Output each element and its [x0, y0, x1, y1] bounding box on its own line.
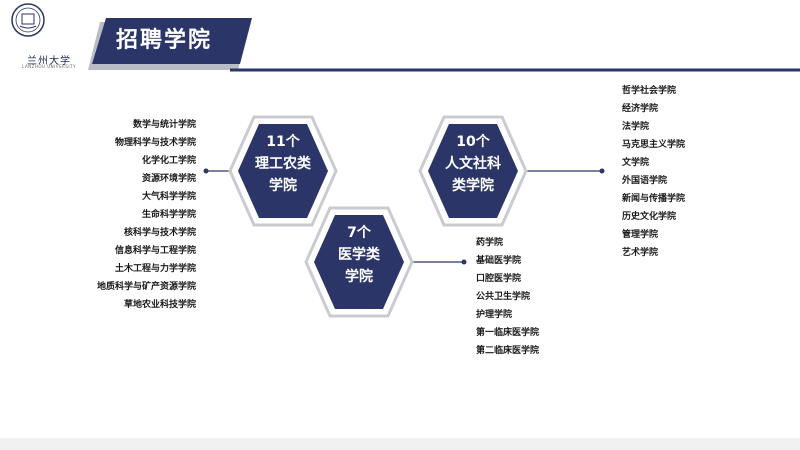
list-item: 地质科学与矿产资源学院: [96, 282, 196, 292]
list-item: 大气科学学院: [141, 192, 196, 202]
list-item: 新闻与传播学院: [622, 194, 686, 204]
hex-humanities: [418, 115, 528, 227]
college-list-humanities: 哲学社会学院 经济学院 法学院 马克思主义学院 文学院 外国语学院 新闻与传播学…: [622, 82, 685, 262]
header-banner: [88, 18, 800, 72]
logo-subtitle: LANZHOU UNIVERSITY: [22, 64, 76, 69]
hex-science-engineering: [228, 115, 338, 227]
connector-bottom-dot: [461, 259, 467, 265]
list-item: 艺术学院: [622, 248, 659, 258]
header: 兰州大学 LANZHOU UNIVERSITY 招聘学院: [0, 0, 800, 80]
list-item: 哲学社会学院: [622, 86, 677, 96]
list-item: 第一临床医学院: [476, 328, 540, 338]
college-list-medicine: 药学院 基础医学院 口腔医学院 公共卫生学院 护理学院 第一临床医学院 第二临床…: [476, 234, 539, 360]
group-count: 10个: [456, 134, 490, 150]
list-item: 草地农业科技学院: [123, 300, 196, 310]
group-label-science-engineering: 11个 理工农类 学院: [228, 131, 338, 197]
group-name-line1: 医学类: [338, 247, 380, 263]
list-item: 信息科学与工程学院: [114, 246, 196, 256]
group-name-line2: 学院: [345, 269, 373, 285]
group-name-line1: 理工农类: [255, 156, 311, 172]
list-item: 核科学与技术学院: [123, 228, 196, 238]
university-logo-icon: [11, 3, 45, 37]
list-item: 资源环境学院: [141, 174, 196, 184]
list-item: 土木工程与力学学院: [114, 264, 196, 274]
list-item: 外国语学院: [622, 176, 668, 186]
list-item: 数学与统计学院: [132, 120, 196, 130]
list-item: 化学化工学院: [141, 156, 196, 166]
list-item: 生命科学学院: [141, 210, 196, 220]
list-item: 经济学院: [622, 104, 659, 114]
list-item: 第二临床医学院: [476, 346, 540, 356]
title-banner: [92, 18, 252, 64]
list-item: 公共卫生学院: [476, 292, 531, 302]
page-title: 招聘学院: [116, 28, 213, 53]
footer-band: [0, 438, 800, 450]
list-item: 法学院: [622, 122, 650, 132]
connector-right-dot: [599, 168, 605, 174]
hex-medicine: [304, 206, 414, 318]
group-label-humanities: 10个 人文社科 类学院: [418, 131, 528, 197]
group-count: 11个: [266, 134, 300, 150]
group-label-medicine: 7个 医学类 学院: [304, 222, 414, 288]
list-item: 马克思主义学院: [622, 140, 686, 150]
group-count: 7个: [347, 225, 371, 241]
group-name-line2: 学院: [269, 178, 297, 194]
list-item: 物理科学与技术学院: [114, 138, 196, 148]
list-item: 基础医学院: [476, 256, 522, 266]
list-item: 历史文化学院: [622, 212, 677, 222]
logo-name: 兰州大学: [27, 56, 71, 67]
list-item: 管理学院: [622, 230, 659, 240]
college-list-science-engineering: 数学与统计学院 物理科学与技术学院 化学化工学院 资源环境学院 大气科学学院 生…: [36, 116, 196, 314]
list-item: 护理学院: [476, 310, 513, 320]
connector-left-dot: [203, 168, 209, 174]
list-item: 文学院: [622, 158, 650, 168]
list-item: 口腔医学院: [476, 274, 522, 284]
group-name-line2: 类学院: [452, 178, 494, 194]
group-name-line1: 人文社科: [445, 156, 501, 172]
list-item: 药学院: [476, 238, 504, 248]
